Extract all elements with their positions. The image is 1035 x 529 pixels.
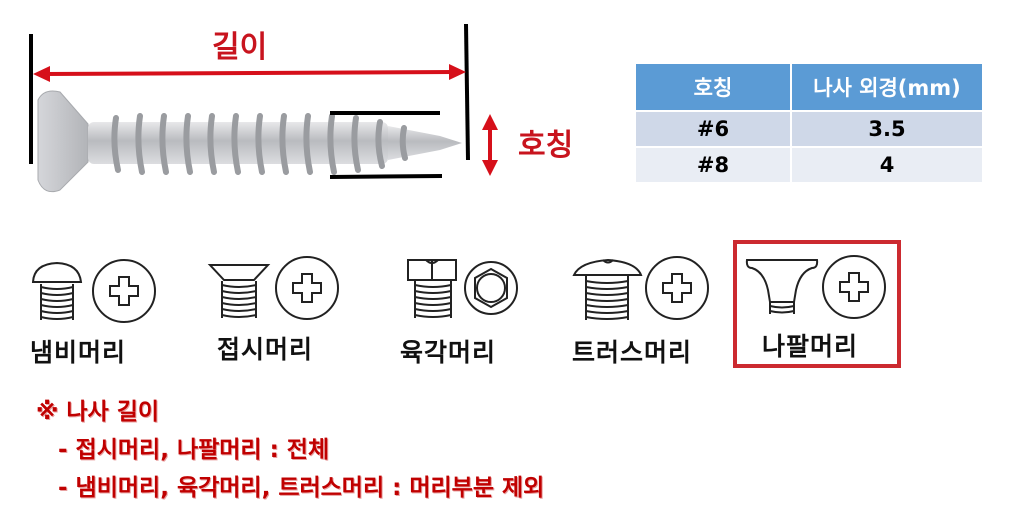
cell-outer-diameter: 4 [791, 146, 984, 182]
notes-item: - 접시머리, 나팔머리 : 전체 [58, 437, 330, 463]
head-type-label-pan: 냄비머리 [30, 338, 127, 367]
cell-nominal: #8 [636, 146, 792, 182]
length-boundary-lines [29, 23, 470, 164]
notes-title: ※ 나사 길이 [36, 399, 160, 425]
table-row: #8 4 [636, 146, 984, 182]
phillips-drive-icon [92, 259, 156, 323]
notes-item: - 냄비머리, 육각머리, 트러스머리 : 머리부분 제외 [58, 475, 545, 501]
length-arrow-icon [33, 64, 466, 82]
bugle-head-screw-icon [745, 259, 819, 314]
table-row: #6 3.5 [636, 110, 984, 147]
cell-outer-diameter: 3.5 [791, 110, 984, 147]
nominal-boundary-lines [329, 111, 443, 179]
hex-head-screw-icon [407, 259, 457, 318]
flat-head-screw-icon [207, 264, 271, 318]
hex-drive-icon [464, 261, 518, 315]
phillips-drive-icon [822, 255, 886, 319]
cell-nominal: #6 [636, 110, 792, 147]
highlight-box-bugle-head [733, 240, 901, 368]
table-header-row: 호칭 나사 외경(mm) [636, 64, 984, 111]
nominal-arrow-icon [482, 114, 498, 176]
nominal-size-label: 호칭 [518, 128, 574, 163]
column-header-nominal: 호칭 [636, 64, 792, 111]
head-type-label-hex: 육각머리 [400, 338, 497, 367]
head-type-label-bugle: 나팔머리 [762, 332, 859, 361]
head-type-label-truss: 트러스머리 [572, 338, 693, 367]
length-label: 길이 [212, 30, 268, 65]
phillips-drive-icon [645, 256, 709, 320]
truss-head-screw-icon [572, 258, 643, 320]
screw-spec-table: 호칭 나사 외경(mm) #6 3.5 #8 4 [636, 64, 984, 182]
column-header-outer-diameter: 나사 외경(mm) [791, 64, 984, 111]
pan-head-screw-icon [31, 261, 83, 320]
head-type-label-flat: 접시머리 [217, 335, 314, 364]
phillips-drive-icon [275, 256, 339, 320]
screw-illustration [37, 90, 462, 193]
